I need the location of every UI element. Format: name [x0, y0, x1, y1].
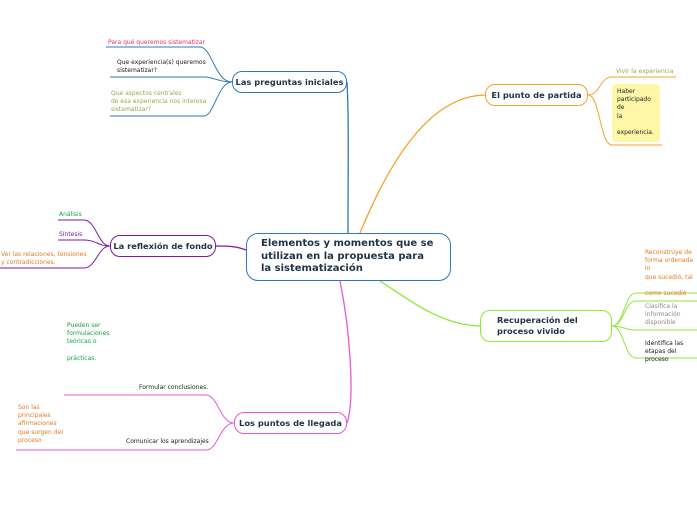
underline-recuperacion-3 [611, 325, 697, 331]
central-topic-label: Elementos y momentos que se utilizan en … [261, 238, 434, 275]
underline-partida-1 [587, 76, 676, 96]
leaf-clasifica[interactable]: Clasifica la información disponible [645, 303, 681, 327]
central-topic[interactable]: Elementos y momentos que se utilizan en … [246, 233, 451, 281]
connector-recuperacion [379, 280, 481, 327]
leaf-que-experiencia[interactable]: Que experiencia(s) queremos sistematizar… [117, 59, 206, 75]
connector-llegada [339, 280, 352, 424]
leaf-son-las-principales[interactable]: Son las principales afirmaciones que sur… [18, 404, 63, 444]
underline-recuperacion-2 [611, 300, 697, 327]
underline-reflexion-2 [58, 239, 111, 247]
underline-reflexion-3 [0, 245, 111, 269]
leaf-analisis[interactable]: Análisis [59, 211, 82, 218]
topic-puntos-de-llegada-label: Los puntos de llegada [239, 418, 342, 428]
topic-preguntas-iniciales[interactable]: Las preguntas iniciales [232, 71, 347, 93]
underline-llegada-3 [112, 422, 235, 451]
leaf-reconstruye[interactable]: Reconstruye de forma ordenada lo que suc… [645, 249, 694, 298]
connector-reflexion [215, 245, 247, 251]
leaf-vivir-experiencia[interactable]: Vivir la experiencia [616, 68, 674, 75]
underline-preguntas-1 [106, 46, 233, 83]
topic-reflexion-de-fondo[interactable]: La reflexión de fondo [110, 235, 216, 257]
topic-punto-de-partida-label: El punto de partida [491, 90, 582, 100]
underline-llegada-1 [112, 394, 235, 424]
topic-recuperacion-proceso[interactable]: Recuperación del proceso vivido [480, 310, 612, 342]
underline-preguntas-2 [110, 76, 233, 83]
leaf-para-que-sistematizar[interactable]: Para qué queremos sistematizar [108, 39, 205, 46]
leaf-identifica-etapas[interactable]: Identifica las etapas del proceso [645, 340, 684, 364]
connector-preguntas [346, 81, 349, 234]
leaf-aspectos-centrales[interactable]: Que aspectos centrales de esa experienci… [111, 90, 207, 114]
leaf-formular-conclusiones[interactable]: Formular conclusiones. [139, 384, 209, 391]
underline-preguntas-3 [110, 81, 233, 117]
topic-reflexion-de-fondo-label: La reflexión de fondo [113, 241, 213, 251]
topic-preguntas-iniciales-label: Las preguntas iniciales [235, 77, 344, 87]
underline-partida-2 [587, 94, 662, 146]
note-haber-participado[interactable]: Haber participado de la experiencia. [612, 84, 660, 142]
topic-recuperacion-proceso-label: Recuperación del proceso vivido [497, 315, 578, 336]
leaf-comunicar-aprendizajes[interactable]: Comunicar los aprendizajes [126, 438, 209, 445]
topic-punto-de-partida[interactable]: El punto de partida [485, 84, 588, 106]
connector-partida [359, 94, 486, 234]
leaf-ver-relaciones[interactable]: Ver las relaciones, tensiones y contradi… [1, 251, 87, 267]
leaf-sintesis[interactable]: Síntesis [59, 231, 83, 238]
underline-recuperacion-4 [611, 325, 697, 359]
underline-reflexion-1 [58, 219, 111, 247]
leaf-pueden-ser[interactable]: Pueden ser formulaciones teóricas o prác… [67, 322, 110, 362]
topic-puntos-de-llegada[interactable]: Los puntos de llegada [234, 412, 347, 434]
